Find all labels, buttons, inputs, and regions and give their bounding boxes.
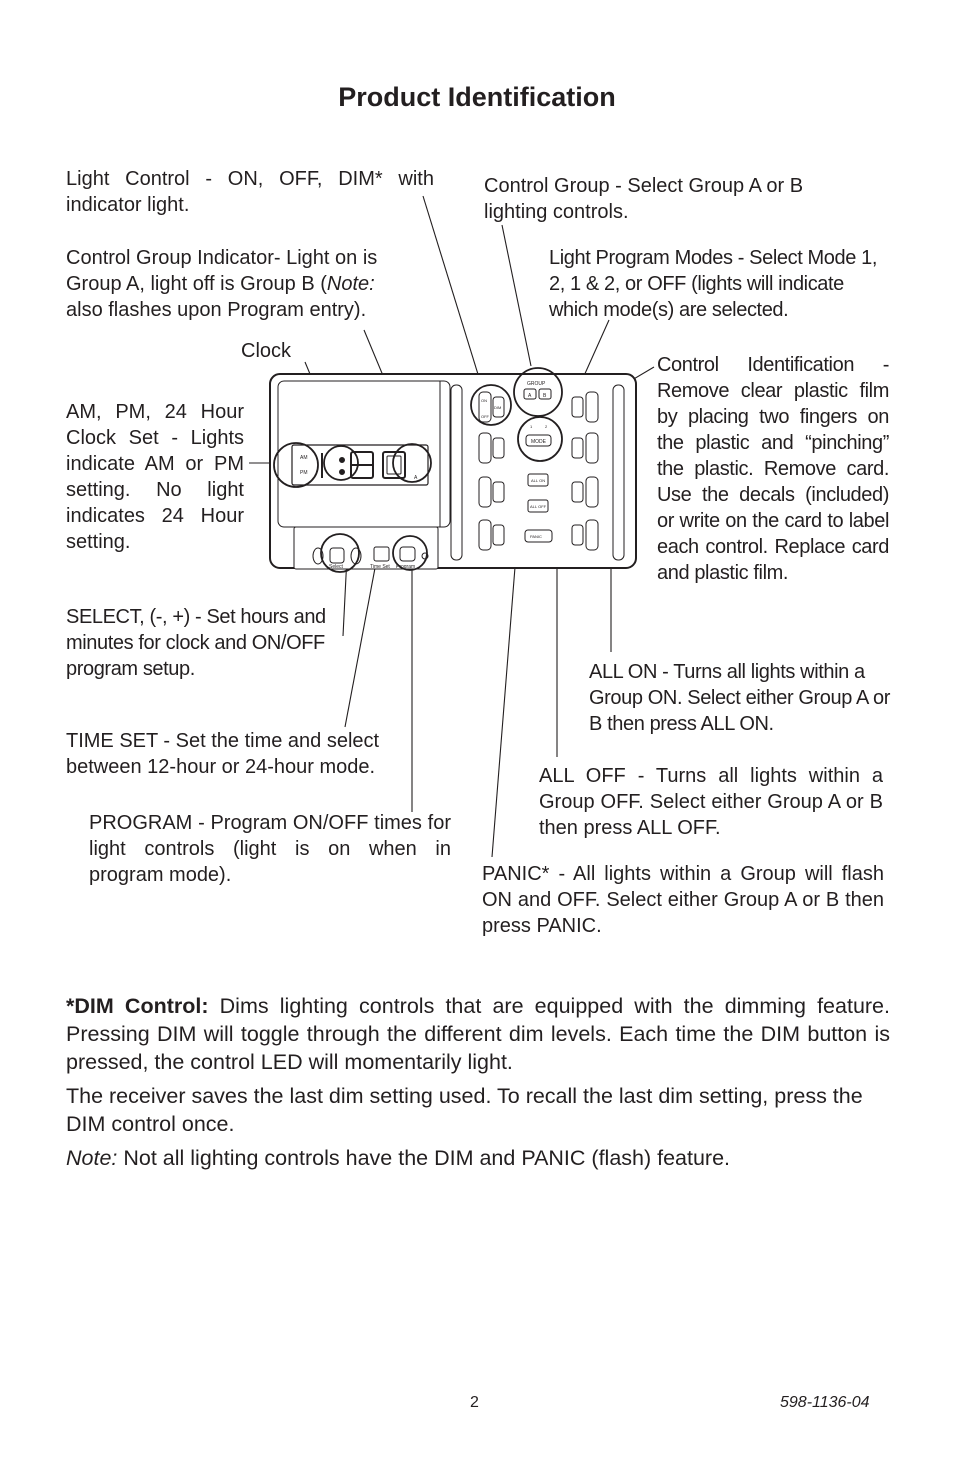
program-button (399, 546, 416, 562)
dim-paragraph: *DIM Control: Dims lighting controls tha… (66, 994, 890, 1074)
group-b-button (538, 388, 552, 400)
am-indicator: AM (300, 455, 308, 461)
select-button (329, 547, 345, 564)
clock-callout: Clock (241, 340, 292, 362)
panic-button (524, 529, 553, 543)
all-off-button (527, 499, 549, 513)
light-program-modes-callout: Light Program Modes - Select Mode 1, 2, … (549, 247, 877, 321)
a-indicator: A (414, 475, 418, 481)
svg-text:1: 1 (530, 424, 533, 429)
page-number: 2 (470, 1394, 479, 1411)
light-control-callout: Light Control - ON, OFF, DIM* with indic… (66, 168, 434, 216)
dim-recall-paragraph: The receiver saves the last dim setting … (66, 1084, 863, 1136)
pm-indicator: PM (300, 470, 308, 476)
time-set-callout: TIME SET - Set the time and select betwe… (66, 730, 380, 778)
select-callout: SELECT, (-, +) - Set hours and minutes f… (66, 606, 326, 680)
group-a-button (523, 388, 537, 400)
all-on-button (527, 473, 549, 487)
svg-text:Program: Program (396, 564, 415, 570)
dim-section: *DIM Control: Dims lighting controls tha… (66, 992, 890, 1172)
clock-display (321, 451, 406, 479)
mode-button (525, 434, 552, 447)
control-group-indicator-callout: Control Group Indicator- Light on is Gro… (66, 247, 378, 321)
svg-text:ALL ON: ALL ON (531, 478, 545, 483)
svg-text:GROUP: GROUP (527, 381, 546, 387)
svg-text:2: 2 (545, 424, 548, 429)
svg-text:Select: Select (329, 564, 344, 570)
am-pm-callout: AM, PM, 24 Hour Clock Set - Lights indic… (66, 401, 244, 553)
program-callout: PROGRAM - Program ON/OFF times for light… (89, 812, 451, 886)
dim-note-paragraph: Note: Not all lighting controls have the… (66, 1146, 731, 1170)
light-control-buttons (478, 391, 599, 551)
svg-text:PANIC: PANIC (530, 534, 542, 539)
all-on-callout: ALL ON - Turns all lights within a Group… (589, 661, 890, 735)
svg-text:OFF: OFF (481, 414, 490, 419)
page-title: Product Identification (338, 82, 616, 112)
svg-text:MODE: MODE (531, 439, 547, 445)
device-illustration: AM PM A Select Time Set Program GROUP A … (249, 195, 655, 858)
control-identification-callout: Control Identification - Remove clear pl… (657, 354, 889, 584)
document-number: 598-1136-04 (780, 1394, 870, 1411)
all-off-callout: ALL OFF - Turns all lights within a Grou… (539, 765, 883, 839)
control-group-callout: Control Group - Select Group A or B ligh… (484, 175, 804, 223)
time-set-button (373, 546, 390, 562)
svg-text:A: A (528, 393, 532, 399)
panic-callout: PANIC* - All lights within a Group will … (482, 863, 884, 937)
svg-text:B: B (543, 393, 547, 399)
svg-text:Time Set: Time Set (370, 564, 390, 570)
svg-text:ON: ON (481, 398, 487, 403)
svg-text:DIM: DIM (494, 405, 501, 410)
callout-circles (273, 367, 563, 573)
svg-text:ALL OFF: ALL OFF (530, 504, 547, 509)
